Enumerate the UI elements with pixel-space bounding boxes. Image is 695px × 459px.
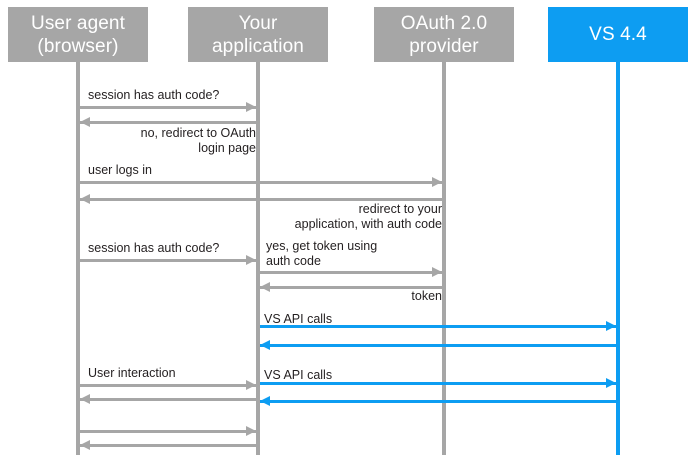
arrow-head-left-msg-token xyxy=(260,282,270,292)
message-line-msg-yes-get-token xyxy=(260,271,442,274)
message-line-msg-token xyxy=(260,286,442,289)
message-line-msg-vs-api-calls-2 xyxy=(260,382,616,385)
message-label-msg-session-has-auth-code-1: session has auth code? xyxy=(88,88,220,102)
message-label-msg-token: token xyxy=(411,289,442,303)
arrow-head-right-msg-user-interaction xyxy=(246,380,256,390)
message-label-msg-session-has-auth-code-2: session has auth code? xyxy=(88,241,220,255)
arrow-head-left-msg-final-response xyxy=(80,440,90,450)
arrow-head-right-msg-user-logs-in xyxy=(432,177,442,187)
lifeline-your-application xyxy=(256,62,260,455)
arrow-head-right-msg-session-has-auth-code-2 xyxy=(246,255,256,265)
lifeline-oauth-provider xyxy=(442,62,446,455)
actor-box-vs-44[interactable]: VS 4.4 xyxy=(548,7,688,62)
message-label-msg-vs-api-calls-2: VS API calls xyxy=(264,368,333,382)
arrow-head-right-msg-final-request xyxy=(246,426,256,436)
message-label-msg-yes-get-token: yes, get token using auth code xyxy=(266,239,378,268)
lifeline-vs-44 xyxy=(616,62,620,455)
lifeline-user-agent xyxy=(76,62,80,455)
actor-box-user-agent[interactable]: User agent (browser) xyxy=(8,7,148,62)
message-line-msg-no-redirect-to-oauth xyxy=(80,121,256,124)
message-label-msg-user-interaction: User interaction xyxy=(88,366,176,380)
message-label-msg-user-logs-in: user logs in xyxy=(88,163,152,177)
actor-label-oauth-provider: OAuth 2.0 provider xyxy=(400,12,488,57)
arrow-head-left-msg-redirect-to-your-application xyxy=(80,194,90,204)
arrow-head-left-msg-no-redirect-to-oauth xyxy=(80,117,90,127)
message-line-msg-session-has-auth-code-2 xyxy=(80,259,256,262)
arrow-head-left-msg-vs-api-response-1 xyxy=(260,340,270,350)
actor-label-vs-44: VS 4.4 xyxy=(589,24,647,45)
actor-label-user-agent: User agent (browser) xyxy=(31,12,125,57)
message-line-msg-vs-api-response-1 xyxy=(260,344,616,347)
arrow-head-left-msg-user-interaction-response xyxy=(80,394,90,404)
message-line-msg-final-request xyxy=(80,430,256,433)
message-line-msg-vs-api-calls-1 xyxy=(260,325,616,328)
message-label-msg-redirect-to-your-application: redirect to your application, with auth … xyxy=(294,202,442,231)
message-line-msg-user-interaction xyxy=(80,384,256,387)
message-line-msg-vs-api-response-2 xyxy=(260,400,616,403)
message-line-msg-user-logs-in xyxy=(80,181,442,184)
actor-box-oauth-provider[interactable]: OAuth 2.0 provider xyxy=(374,7,514,62)
message-line-msg-redirect-to-your-application xyxy=(80,198,442,201)
arrow-head-right-msg-yes-get-token xyxy=(432,267,442,277)
arrow-head-right-msg-vs-api-calls-1 xyxy=(606,321,616,331)
arrow-head-right-msg-vs-api-calls-2 xyxy=(606,378,616,388)
actor-box-your-application[interactable]: Your application xyxy=(188,7,328,62)
message-label-msg-no-redirect-to-oauth: no, redirect to OAuth login page xyxy=(140,126,256,155)
arrow-head-left-msg-vs-api-response-2 xyxy=(260,396,270,406)
actor-label-your-application: Your application xyxy=(212,12,304,57)
message-line-msg-user-interaction-response xyxy=(80,398,256,401)
message-line-msg-final-response xyxy=(80,444,256,447)
message-line-msg-session-has-auth-code-1 xyxy=(80,106,256,109)
message-label-msg-vs-api-calls-1: VS API calls xyxy=(264,312,333,326)
arrow-head-right-msg-session-has-auth-code-1 xyxy=(246,102,256,112)
